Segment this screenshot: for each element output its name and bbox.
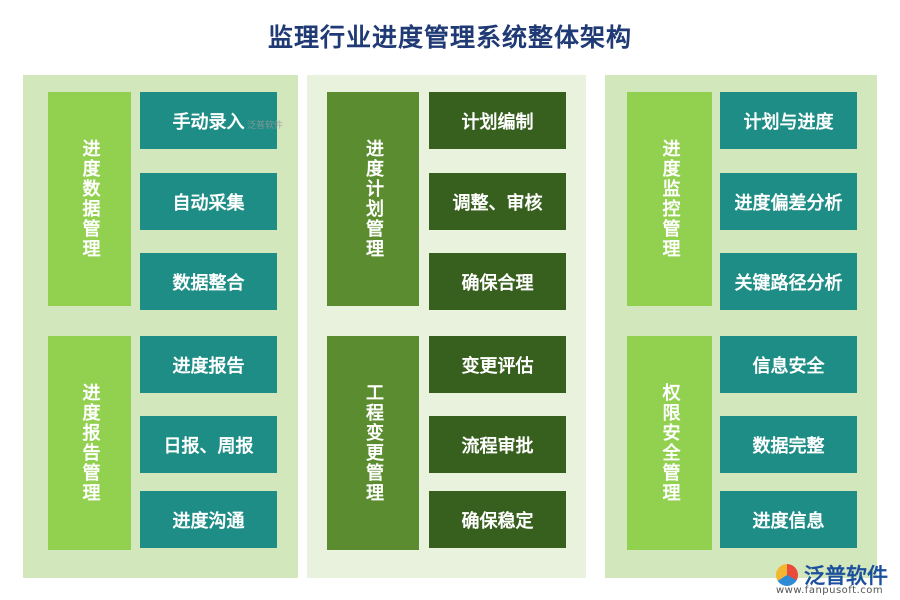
item-box: 进度沟通 (140, 491, 277, 548)
brand-logo: 泛普软件 (776, 560, 888, 590)
item-box: 信息安全 (720, 336, 857, 393)
item-box: 调整、审核 (429, 173, 566, 230)
logo-text: 泛普软件 (804, 564, 888, 588)
logo-url: www.fanpusoft.com (776, 585, 884, 596)
column-panel-plan-change: 进度计划管理 计划编制 调整、审核 确保合理 工程变更管理 变更评估 流程审批 … (307, 75, 586, 578)
item-box: 确保稳定 (429, 491, 566, 548)
item-box: 进度信息 (720, 491, 857, 548)
item-box: 数据完整 (720, 416, 857, 473)
logo-icon (776, 564, 798, 586)
item-box: 手动录入 (140, 92, 277, 149)
group-label: 进度数据管理 (48, 92, 131, 306)
item-box: 进度偏差分析 (720, 173, 857, 230)
item-box: 进度报告 (140, 336, 277, 393)
item-box: 自动采集 (140, 173, 277, 230)
item-box: 确保合理 (429, 253, 566, 310)
item-box: 计划与进度 (720, 92, 857, 149)
item-box: 数据整合 (140, 253, 277, 310)
group-label: 进度监控管理 (627, 92, 712, 306)
item-box: 关键路径分析 (720, 253, 857, 310)
column-panel-monitor-security: 进度监控管理 计划与进度 进度偏差分析 关键路径分析 权限安全管理 信息安全 数… (605, 75, 877, 578)
group-label: 进度报告管理 (48, 336, 131, 550)
item-box: 日报、周报 (140, 416, 277, 473)
page-title: 监理行业进度管理系统整体架构 (267, 23, 632, 52)
item-box: 变更评估 (429, 336, 566, 393)
group-label: 工程变更管理 (327, 336, 419, 550)
item-box: 计划编制 (429, 92, 566, 149)
column-panel-data-report: 进度数据管理 手动录入 自动采集 数据整合 进度报告管理 进度报告 日报、周报 … (23, 75, 298, 578)
group-label: 权限安全管理 (627, 336, 712, 550)
group-label: 进度计划管理 (327, 92, 419, 306)
watermark: 泛普软件 (247, 121, 284, 131)
item-box: 流程审批 (429, 416, 566, 473)
